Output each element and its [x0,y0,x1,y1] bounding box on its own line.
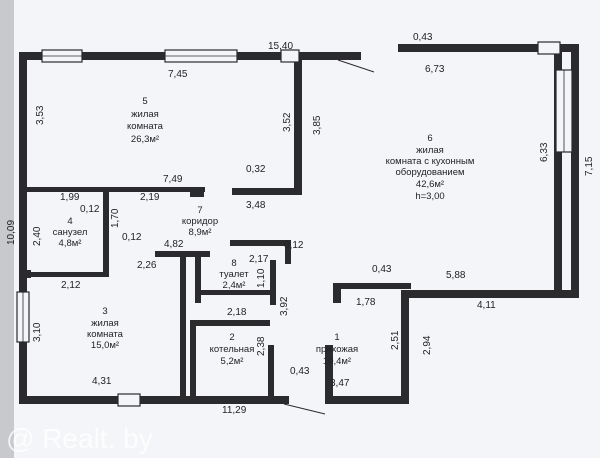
room-3-line1: жилая [91,318,119,329]
dim-corridor-width: 4,82 [164,239,184,250]
dim-boiler-height: 2,38 [256,336,267,356]
dim-bath-top: 1,99 [60,192,80,203]
dim-top-right-window: 0,43 [413,32,433,43]
room-5-label: 5 жилая комната 26,3м² [127,96,164,145]
watermark: @ Realt. by [6,423,153,454]
room-5-number: 5 [142,96,147,107]
room-4-label: 4 санузел 4,8м² [53,216,88,249]
dim-bath-wall-small: 0,12 [80,204,100,215]
room-4-number: 4 [67,216,72,227]
dim-room3-bottom: 4,31 [92,376,112,387]
room-6-line2: комната с кухонным [386,156,475,167]
room-6-line3: оборудованием [395,167,464,178]
room-4-area: 4,8м² [59,238,82,249]
dim-bottom-overall: 11,29 [222,405,247,416]
room-7-label: 7 коридор 8,9м² [182,205,218,238]
room-4-line1: санузел [53,227,88,238]
dim-left-overall: 10,09 [6,220,17,245]
room-3-label: 3 жилая комната 15,0м² [87,306,124,351]
dim-toilet-top: 2,17 [249,254,269,265]
room-6-height: h=3,00 [415,191,444,202]
dim-kitchen-bottom: 5,88 [446,270,466,281]
room-7-area: 8,9м² [189,227,212,238]
room-2-label: 2 котельная 5,2м² [210,332,255,367]
dim-right-lower: 2,94 [422,335,433,355]
room-3-number: 3 [102,306,107,317]
dim-left-upper: 3,53 [35,105,46,125]
room-7-number: 7 [197,205,202,216]
window-top-corner [280,49,300,63]
dim-bath-right-small: 0,12 [122,232,142,243]
room-5-line1: жилая [131,109,159,120]
paper [14,0,600,458]
dim-toilet-bottom: 2,18 [227,307,247,318]
room-5-line2: комната [127,121,164,132]
dim-toilet-height: 1,10 [256,268,267,288]
dim-hall-bottom: 3,47 [330,378,350,389]
dimension-labels: 15,40 7,45 0,43 6,73 10,09 3,53 3,52 3,8… [6,32,595,416]
room-8-area: 2,4м² [223,280,246,291]
dim-room5-inner: 3,52 [282,112,293,132]
dim-room5-stub-width: 3,48 [246,200,266,211]
interior-walls [27,52,411,404]
room-3-area: 15,0м² [91,340,119,351]
window-top-right [537,41,561,55]
dim-room3-left: 3,10 [32,322,43,342]
room-6-number: 6 [427,133,432,144]
room-5-area: 26,3м² [131,134,159,145]
dim-bath-bottom: 2,26 [137,260,157,271]
dim-bath-left: 2,40 [32,226,43,246]
dim-room5-right: 3,85 [312,115,323,135]
room-1-label: 1 прихожая 10,4м² [316,332,358,367]
room-1-number: 1 [334,332,339,343]
room-8-line1: туалет [219,269,249,280]
dim-top-overall: 15,40 [268,41,293,52]
windows [16,41,573,407]
dim-bath-top2: 2,19 [140,192,160,203]
dim-bath-height: 1,70 [110,208,121,228]
room-7-line1: коридор [182,216,218,227]
dim-kitchen-notch: 0,43 [372,264,392,275]
doors [283,59,375,415]
room-8-label: 8 туалет 2,4м² [219,258,249,291]
room-2-area: 5,2м² [221,356,244,367]
dim-door-gap: 0,43 [290,366,310,377]
room-2-line1: котельная [210,344,255,355]
room-1-area: 10,4м² [323,356,351,367]
dim-kitchen-right-lower: 4,11 [477,300,496,311]
dim-top-right-wall: 6,73 [425,64,445,75]
dim-room3-top: 2,12 [61,280,81,291]
dim-hall-step: 1,78 [356,297,376,308]
dim-toilet-side: 3,92 [279,296,290,316]
dim-right-outer: 7,15 [584,156,595,176]
room-2-number: 2 [229,332,234,343]
dim-hall-right: 2,51 [390,330,401,350]
room-labels: 5 жилая комната 26,3м² 6 жилая комната с… [53,96,475,367]
dim-right-inner: 6,33 [539,142,550,162]
window-bottom [117,393,141,407]
dim-room5-stub: 0,32 [246,164,266,175]
room-1-line1: прихожая [316,344,358,355]
room-6-label: 6 жилая комната с кухонным оборудованием… [386,133,475,202]
dim-toilet-wall: 0,12 [284,240,304,251]
room-8-number: 8 [231,258,236,269]
room-3-line2: комната [87,329,124,340]
room-6-line1: жилая [416,145,444,156]
dim-corridor-top: 7,49 [163,174,183,185]
scan-margin [0,0,14,458]
dim-top-left-wall: 7,45 [168,69,188,80]
room-6-area: 42,6м² [416,179,444,190]
